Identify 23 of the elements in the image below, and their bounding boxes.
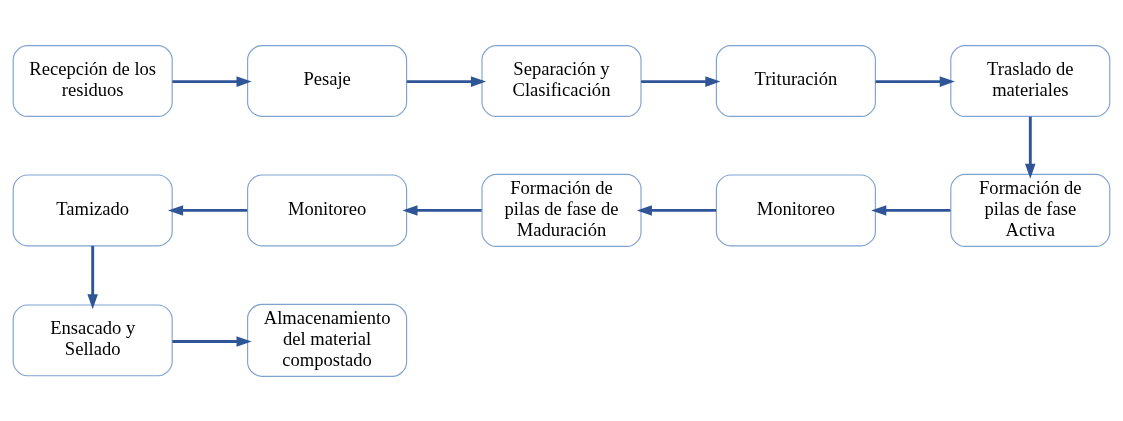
node-box: Monitoreo: [247, 173, 408, 246]
arrow: [406, 75, 487, 87]
node-box: Pesaje: [247, 44, 408, 117]
arrow: [172, 335, 252, 347]
arrow: [402, 204, 482, 216]
arrow: [875, 75, 955, 87]
node-box: Tamizado: [12, 173, 173, 246]
arrow: [172, 75, 252, 87]
node-box: Trituración: [715, 44, 876, 117]
node-box: Monitoreo: [715, 173, 876, 246]
node-box: Formación de pilas de fase Activa: [950, 173, 1111, 247]
arrow: [641, 75, 721, 87]
node-box: Almacenamiento del material compostado: [247, 303, 408, 377]
arrow: [1025, 116, 1036, 179]
arrow: [87, 245, 98, 309]
arrow: [636, 204, 717, 216]
arrow: [871, 204, 951, 216]
node-box: Traslado de materiales: [950, 44, 1111, 117]
node-box: Ensacado y Sellado: [12, 303, 173, 376]
node-box: Recepción de los residuos: [12, 44, 173, 117]
node-box: Separación y Clasificación: [481, 44, 642, 117]
arrow: [168, 204, 248, 216]
node-box: Formación de pilas de fase de Maduración: [481, 173, 642, 247]
